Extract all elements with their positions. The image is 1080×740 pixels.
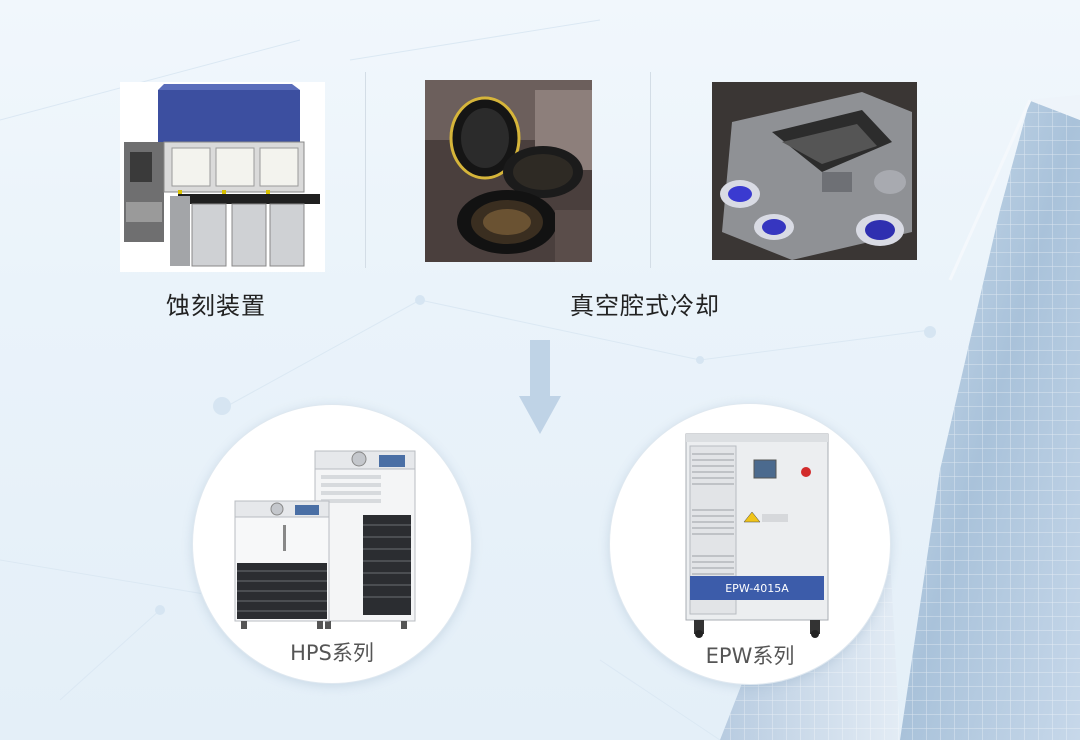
divider-left (365, 72, 366, 268)
epw-model-plate: EPW-4015A (725, 582, 789, 595)
divider-right (650, 72, 651, 268)
hps-product-name: HPS系列 (290, 641, 374, 665)
epw-product-name: EPW系列 (705, 644, 795, 668)
epw-product-card[interactable]: EPW-4015A EPW系列 (609, 403, 891, 685)
vacuum-chamber-image (425, 80, 592, 262)
metal-chamber-image (712, 82, 917, 260)
hps-product-card[interactable]: HPS系列 (192, 404, 472, 684)
hps-chiller-image (234, 450, 416, 629)
epw-chiller-image: EPW-4015A (685, 433, 829, 638)
down-arrow-icon (519, 340, 561, 434)
etching-equipment-image (120, 82, 325, 272)
vacuum-cooling-label: 真空腔式冷却 (570, 292, 720, 320)
etching-equipment-label: 蚀刻装置 (166, 292, 266, 320)
